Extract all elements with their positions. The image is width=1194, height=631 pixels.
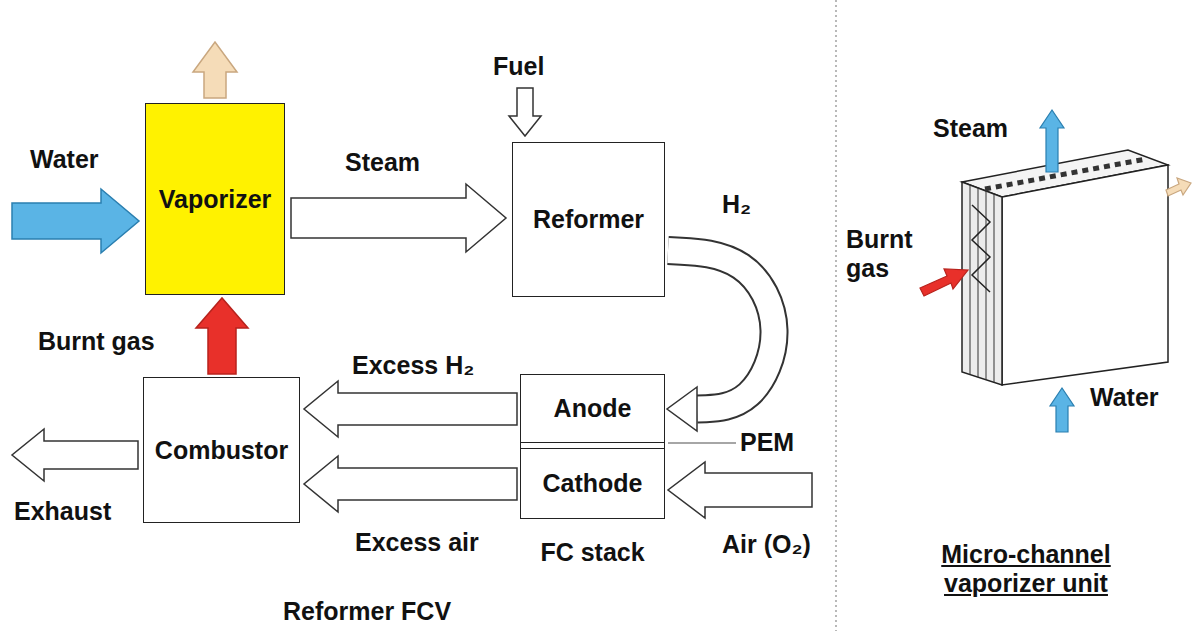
cathode-box: Cathode — [521, 448, 664, 517]
input-label: Air (O₂) — [722, 530, 811, 559]
exhaust-arrow — [12, 429, 138, 481]
node-label: Cathode — [543, 469, 643, 498]
anode-box: Anode — [521, 375, 664, 443]
node-label: Vaporizer — [159, 185, 272, 214]
flow-label: Excess H₂ — [352, 351, 474, 380]
flow-arrow — [667, 251, 774, 432]
combustor-box: Combustor — [143, 377, 300, 523]
flow-label: H₂ — [722, 190, 751, 219]
flow-label: Burnt gas — [846, 225, 926, 283]
output-label: Exhaust — [14, 497, 111, 526]
unit-side-face — [962, 182, 1002, 385]
unit-front-face — [1002, 165, 1168, 385]
input-label: Fuel — [493, 52, 544, 81]
flow-label: Burnt gas — [38, 327, 155, 356]
arrow-outline — [668, 251, 774, 410]
layer-line — [994, 194, 995, 382]
flow-arrow — [196, 298, 248, 374]
flow-label: Water — [1090, 383, 1159, 412]
node-label: FC stack — [540, 538, 644, 567]
flow-label: Excess air — [355, 528, 479, 557]
node-label: Combustor — [155, 436, 288, 465]
burnt-gas-arrow-small — [920, 269, 968, 296]
fc-stack-box: FC stackAnodeCathode — [520, 374, 665, 519]
block-arrow — [304, 381, 517, 437]
vaporizer-box: Vaporizer — [145, 103, 285, 295]
water-arrow — [12, 189, 139, 253]
caption-label: Reformer FCV — [283, 597, 451, 626]
node-label: Reformer — [533, 205, 644, 234]
flow-arrow — [291, 184, 506, 252]
node-label: Anode — [554, 394, 632, 423]
arrow-head — [667, 387, 697, 431]
air-arrow — [668, 462, 812, 518]
exhaust-up-arrow — [193, 42, 237, 98]
block-arrow — [196, 298, 248, 374]
layer-line — [970, 185, 971, 375]
part-label: PEM — [740, 428, 794, 457]
unit-title: Micro-channel vaporizer unit — [896, 540, 1156, 598]
arrow-body — [668, 251, 774, 410]
layer-line — [978, 188, 979, 377]
flow-label: Steam — [345, 148, 420, 177]
pem-leader-line — [668, 442, 736, 444]
steam-arrow-small — [1040, 110, 1064, 172]
unit-layers — [970, 185, 994, 382]
fuel-arrow — [509, 88, 541, 136]
flow-arrow — [304, 456, 517, 512]
flow-label: Steam — [933, 114, 1008, 143]
divider-line — [835, 0, 836, 631]
micro-channel-unit — [962, 150, 1168, 385]
channel-zigzag — [972, 205, 990, 292]
input-label: Water — [30, 145, 99, 174]
exhaust-arrow-small — [1166, 178, 1191, 196]
channel-slots — [985, 159, 1146, 189]
reformer-box: Reformer — [512, 142, 665, 297]
flow-arrow — [304, 381, 517, 437]
block-arrow — [304, 456, 517, 512]
water-arrow-small — [1050, 388, 1074, 432]
block-arrow — [291, 184, 506, 252]
